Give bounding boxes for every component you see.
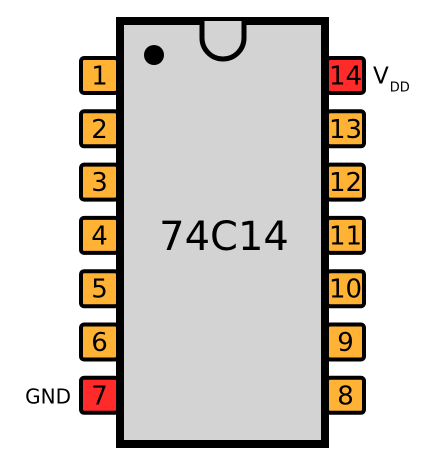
pin-6: 6 [79,322,120,362]
pin-7-pad [79,375,120,415]
pin-14-signal-subscript: DD [390,81,410,96]
pin-14-number: 14 [329,62,362,92]
pin-8: 8 [325,375,366,415]
pin-9: 9 [325,322,366,362]
pin-7-number: 7 [91,381,108,411]
pin-12-pad [325,162,366,202]
pin-14-signal-label: VDD [373,64,410,96]
pin-11-pad [325,215,366,255]
pin-13-pad [325,109,366,149]
left-pin-column: 1 2 3 4 5 6 7 GND [25,56,120,415]
right-pin-column: 14 VDD 13 12 11 10 9 8 [325,56,410,415]
pin-4-pad [79,215,120,255]
pin-1-pad [79,56,120,95]
pin-12: 12 [325,162,366,202]
pin-13: 13 [325,109,366,149]
pin-10-number: 10 [329,275,362,305]
pin-11-number: 11 [329,221,362,251]
part-number-label: 74C14 [159,214,289,260]
pin-7-signal-label: GND [25,384,71,408]
pin-1-number: 1 [91,62,108,92]
pin-1: 1 [79,56,120,95]
pin-13-number: 13 [329,115,362,145]
pin-9-pad [325,322,366,362]
pin-3-pad [79,162,120,202]
pin-7: 7 GND [25,375,120,415]
pin-12-number: 12 [329,168,362,198]
pin-4-number: 4 [91,221,108,251]
pin-3-number: 3 [91,168,108,198]
pin-6-pad [79,322,120,362]
pin-2-pad [79,109,120,149]
pin-3: 3 [79,162,120,202]
pin-6-number: 6 [91,328,108,358]
pin-14-pad [325,56,366,95]
pin-4: 4 [79,215,120,255]
orientation-notch [199,21,247,62]
pin-5: 5 [79,269,120,309]
pin-2: 2 [79,109,120,149]
pin-10: 10 [325,269,366,309]
pin-5-pad [79,269,120,309]
pin-8-number: 8 [337,381,354,411]
pin-14: 14 VDD [325,56,410,96]
pin-2-number: 2 [91,115,108,145]
pin-9-number: 9 [337,328,354,358]
pin1-indicator-dot [144,45,164,65]
pin-11: 11 [325,215,366,255]
pin-5-number: 5 [91,275,108,305]
pin-8-pad [325,375,366,415]
pin-10-pad [325,269,366,309]
